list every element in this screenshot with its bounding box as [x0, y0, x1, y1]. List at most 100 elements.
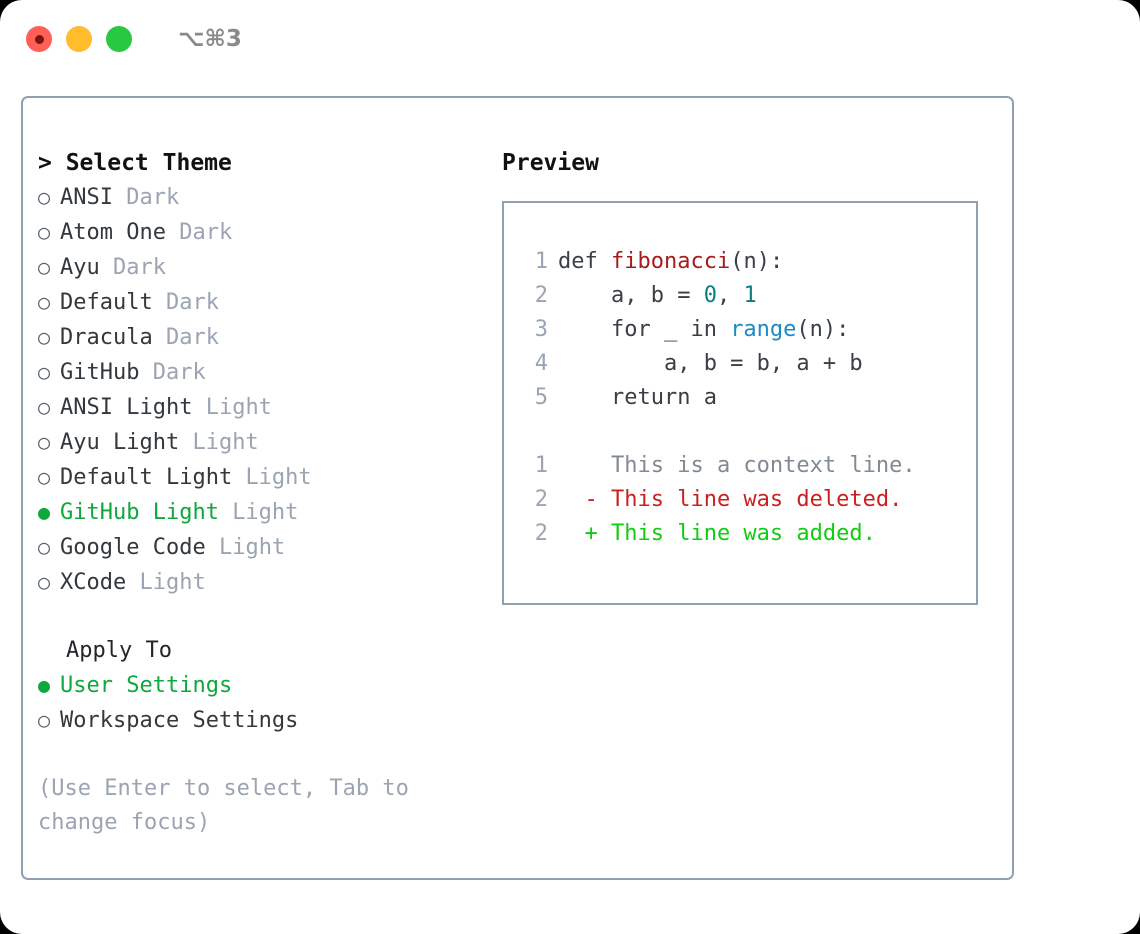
code-line-number: 1	[534, 249, 548, 274]
code-token: (n):	[730, 249, 784, 274]
radio-unselected-icon[interactable]: ○	[38, 395, 51, 419]
theme-kind-label: Light	[192, 430, 259, 455]
list-spacer	[38, 600, 488, 634]
code-line-number: 3	[534, 317, 548, 342]
radio-selected-icon[interactable]: ●	[38, 500, 51, 524]
radio-unselected-icon[interactable]: ○	[38, 325, 51, 349]
theme-name-label: Default Light	[60, 465, 246, 490]
code-token: def	[558, 249, 611, 274]
apply-to-option[interactable]: ○ Workspace Settings	[38, 703, 488, 738]
code-line-number: 5	[534, 385, 548, 410]
theme-list-item[interactable]: ○ GitHub Dark	[38, 355, 488, 390]
code-line: 1 def fibonacci(n):	[522, 245, 976, 279]
code-token: a, b =	[558, 283, 704, 308]
radio-unselected-icon[interactable]: ○	[38, 290, 51, 314]
theme-name-label: Google Code	[60, 535, 219, 560]
theme-name-label: GitHub	[60, 360, 153, 385]
code-token: return a	[558, 385, 717, 410]
theme-list-item[interactable]: ○ XCode Light	[38, 565, 488, 600]
theme-list-item[interactable]: ○ Dracula Dark	[38, 320, 488, 355]
radio-unselected-icon[interactable]: ○	[38, 465, 51, 489]
theme-kind-label: Dark	[165, 325, 219, 350]
theme-kind-label: Dark	[112, 255, 166, 280]
zoom-button-icon[interactable]	[106, 26, 132, 52]
theme-list-item[interactable]: ○ Ayu Light Light	[38, 425, 488, 460]
diff-line-content: - This line was deleted.	[558, 487, 903, 512]
theme-kind-label: Dark	[165, 290, 219, 315]
code-token: fibonacci	[610, 249, 731, 274]
theme-name-label: GitHub Light	[60, 500, 233, 525]
code-line-content: return a	[558, 381, 717, 415]
theme-list-item[interactable]: ○ Ayu Dark	[38, 250, 488, 285]
title-bar: ⌥⌘3	[0, 0, 1140, 78]
close-button-icon[interactable]	[26, 26, 52, 52]
theme-list-item[interactable]: ○ ANSI Light Light	[38, 390, 488, 425]
window-controls	[26, 26, 132, 52]
theme-kind-label: Dark	[126, 185, 180, 210]
code-token: ,	[716, 283, 744, 308]
theme-list-item[interactable]: ○Default Light Light	[38, 460, 488, 495]
radio-unselected-icon[interactable]: ○	[38, 255, 51, 279]
theme-list-item[interactable]: ○ANSI Dark	[38, 180, 488, 215]
diff-line-number: 2	[534, 521, 548, 546]
radio-unselected-icon[interactable]: ○	[38, 535, 51, 559]
apply-to-option[interactable]: ● User Settings	[38, 668, 488, 703]
theme-kind-label: Light	[205, 395, 272, 420]
theme-kind-label: Light	[232, 500, 299, 525]
code-line-number: 2	[534, 283, 548, 308]
theme-list-item[interactable]: ○ Default Dark	[38, 285, 488, 320]
theme-kind-label: Light	[139, 570, 206, 595]
minimize-button-icon[interactable]	[66, 26, 92, 52]
theme-name-label: Ayu Light	[60, 430, 193, 455]
code-line: 4 a, b = b, a + b	[522, 347, 976, 381]
theme-selection-panel: > Select Theme ○ANSI Dark○Atom One Dark○…	[38, 146, 488, 840]
radio-unselected-icon[interactable]: ○	[38, 220, 51, 244]
code-token: 0	[703, 283, 717, 308]
content-frame: > Select Theme ○ANSI Dark○Atom One Dark○…	[21, 96, 1014, 880]
radio-unselected-icon[interactable]: ○	[38, 430, 51, 454]
diff-line-number: 1	[534, 453, 548, 478]
theme-name-label: Atom One	[60, 220, 180, 245]
radio-selected-icon[interactable]: ●	[38, 673, 51, 697]
keyboard-shortcut-label: ⌥⌘3	[178, 26, 242, 52]
code-line: 2 a, b = 0, 1	[522, 279, 976, 313]
theme-kind-label: Dark	[152, 360, 206, 385]
preview-heading: Preview	[502, 150, 599, 176]
apply-to-label: Workspace Settings	[60, 708, 299, 733]
code-token: range	[730, 317, 797, 342]
theme-name-label: Default	[60, 290, 166, 315]
theme-list[interactable]: ○ANSI Dark○Atom One Dark○Ayu Dark○Defaul…	[38, 180, 488, 600]
diff-line: 2 - This line was deleted.	[522, 483, 976, 517]
theme-kind-label: Light	[218, 535, 286, 560]
radio-unselected-icon[interactable]: ○	[38, 185, 51, 209]
radio-unselected-icon[interactable]: ○	[38, 708, 51, 732]
code-line-content: a, b = b, a + b	[558, 347, 863, 381]
code-token: for _ in	[558, 317, 731, 342]
diff-line: 2 + This line was added.	[522, 517, 976, 551]
diff-line-number: 2	[534, 487, 548, 512]
diff-line: 1 This is a context line.	[522, 449, 976, 483]
code-token: a, b = b, a + b	[558, 351, 863, 376]
theme-name-label: ANSI Light	[60, 395, 206, 420]
diff-line-content: + This line was added.	[558, 521, 876, 546]
radio-unselected-icon[interactable]: ○	[38, 360, 51, 384]
theme-list-item[interactable]: ○ Google Code Light	[38, 530, 488, 565]
apply-to-label: User Settings	[60, 673, 233, 698]
theme-list-item[interactable]: ● GitHub Light Light	[38, 495, 488, 530]
code-line-content: a, b = 0, 1	[558, 279, 757, 313]
theme-name-label: Dracula	[60, 325, 166, 350]
theme-list-item[interactable]: ○Atom One Dark	[38, 215, 488, 250]
code-token: (n):	[796, 317, 850, 342]
code-line: 3 for _ in range(n):	[522, 313, 976, 347]
diff-line-content: This is a context line.	[558, 453, 916, 478]
apply-to-options[interactable]: ● User Settings ○ Workspace Settings	[38, 668, 488, 738]
radio-unselected-icon[interactable]: ○	[38, 570, 51, 594]
code-diff-spacer	[522, 415, 976, 449]
code-line: 5 return a	[522, 381, 976, 415]
theme-name-label: Ayu	[60, 255, 113, 280]
theme-name-label: XCode	[60, 570, 140, 595]
